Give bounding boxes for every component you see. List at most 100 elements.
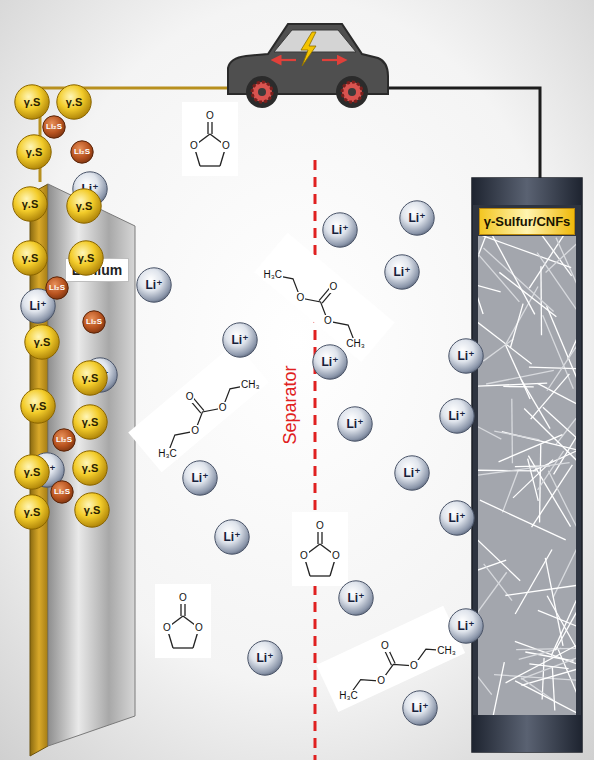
lithium-sulfide-particle-outline: [53, 429, 75, 451]
lithium-ion: Li⁺: [247, 640, 283, 676]
particle-label: Li⁺: [30, 300, 47, 312]
lithium-ion: Li⁺: [402, 690, 438, 726]
fiber-stroke: [502, 469, 518, 512]
particle-label: γ.S: [24, 97, 41, 108]
sulfur-particle-outline: [73, 405, 107, 439]
lithium-sulfide-particle: Li₂S: [50, 480, 74, 504]
atom-label: O: [185, 391, 195, 403]
lithium-sulfide-particle-outline: [43, 116, 65, 138]
particle-label: Li⁺: [322, 356, 339, 368]
atom-label: O: [194, 622, 204, 634]
sulfur-particle: γ.S: [16, 134, 52, 170]
cathode-electrode: γ-Sulfur/CNFs: [466, 178, 586, 753]
fiber-stroke: [521, 664, 576, 686]
fiber-stroke: [478, 560, 506, 571]
lithium-ion: Li⁺: [322, 212, 358, 248]
lithium-sulfide-particle: Li₂S: [52, 428, 76, 452]
fiber-stroke: [489, 662, 505, 715]
lithium-ion: Li⁺: [338, 580, 374, 616]
sulfur-particle: γ.S: [12, 186, 48, 222]
fiber-stroke: [478, 463, 570, 476]
sulfur-particle-outline: [13, 241, 47, 275]
fiber-stroke: [491, 236, 535, 314]
lithium-ion-outline: [338, 407, 372, 441]
separator-line: [314, 160, 317, 760]
electric-car: [228, 24, 388, 108]
particle-label: Li⁺: [348, 592, 365, 604]
lithium-sulfide-particle: Li₂S: [45, 276, 69, 300]
particle-label: Li⁺: [412, 702, 429, 714]
fiber-stroke: [503, 386, 533, 388]
particle-label: γ.S: [22, 199, 39, 210]
lithium-ion-outline: [400, 201, 434, 235]
lithium-ion: Li⁺: [182, 460, 218, 496]
lithium-ion-outline: [395, 456, 429, 490]
sulfur-particle: γ.S: [72, 404, 108, 440]
atom-label: H₃C: [338, 690, 359, 702]
particle-label: Li₂S: [46, 123, 62, 131]
sulfur-particle-outline: [21, 389, 55, 423]
atom-label: O: [295, 292, 305, 304]
lithium-ion-outline: [449, 609, 483, 643]
carbon-nanofibers: [478, 236, 576, 715]
lithium-ion-outline: [313, 345, 347, 379]
sulfur-particle-outline: [57, 85, 91, 119]
lithium-sulfide-particle: Li₂S: [70, 140, 94, 164]
particle-label: Li⁺: [404, 467, 421, 479]
lithium-ion: Li⁺: [222, 322, 258, 358]
fiber-stroke: [499, 435, 563, 462]
fiber-stroke: [478, 423, 501, 439]
lithium-ion-outline: [223, 323, 257, 357]
fiber-stroke: [483, 339, 513, 361]
fiber-stroke: [529, 367, 576, 369]
particle-label: Li⁺: [458, 620, 475, 632]
particle-label: Li⁺: [146, 279, 163, 291]
lithium-ion: Li⁺: [399, 200, 435, 236]
sulfur-particle: γ.S: [14, 84, 50, 120]
fiber-stroke: [515, 681, 576, 715]
particle-label: Li⁺: [409, 212, 426, 224]
lithium-sulfide-particle: Li₂S: [42, 115, 66, 139]
fiber-stroke: [515, 641, 576, 671]
lithium-ion: Li⁺: [384, 254, 420, 290]
atom-label: CH₃: [345, 338, 366, 350]
lithium-ion-outline: [440, 501, 474, 535]
sulfur-particle: γ.S: [20, 388, 56, 424]
fiber-stroke: [478, 284, 483, 314]
atom-label: O: [331, 550, 341, 562]
particle-label: Li⁺: [332, 224, 349, 236]
atom-label: O: [218, 402, 228, 414]
sulfur-particle-outline: [17, 135, 51, 169]
fiber-stroke: [478, 284, 501, 292]
atom-label: O: [162, 622, 172, 634]
particle-label: Li₂S: [54, 488, 70, 496]
lithium-sulfide-particle-outline: [51, 481, 73, 503]
fiber-stroke: [532, 236, 572, 276]
lithium-ion: Li⁺: [448, 338, 484, 374]
particle-label: γ.S: [26, 147, 43, 158]
lithium-ion: Li⁺: [136, 267, 172, 303]
sulfur-particle: γ.S: [74, 492, 110, 528]
particle-label: Li⁺: [257, 652, 274, 664]
electrode-label: γ-Sulfur/CNFs: [479, 208, 576, 235]
sulfur-particle-outline: [73, 451, 107, 485]
lithium-ion-outline: [449, 339, 483, 373]
atom-label: O: [329, 281, 339, 293]
fiber-stroke: [478, 538, 520, 581]
lithium-ion-outline: [385, 255, 419, 289]
particle-label: γ.S: [84, 505, 101, 516]
lithium-ion: Li⁺: [448, 608, 484, 644]
separator-label: Separator: [281, 365, 299, 444]
fiber-stroke: [505, 584, 576, 596]
particle-label: Li⁺: [449, 512, 466, 524]
particle-label: γ.S: [76, 201, 93, 212]
lithium-ion-outline: [248, 641, 282, 675]
particle-label: γ.S: [66, 97, 83, 108]
sulfur-particle-outline: [15, 455, 49, 489]
particle-label: Li⁺: [394, 266, 411, 278]
fiber-stroke: [511, 399, 513, 464]
fiber-stroke: [556, 238, 576, 287]
fiber-stroke: [478, 383, 547, 388]
sulfur-particle-outline: [15, 495, 49, 529]
atom-label: O: [380, 640, 390, 652]
